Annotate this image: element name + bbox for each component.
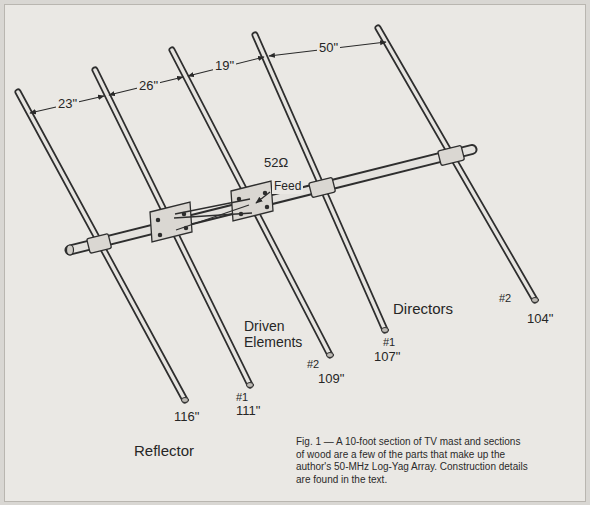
element-length: 104" [527, 312, 553, 327]
dimension: 23" [56, 97, 79, 112]
dimension-lines [30, 42, 386, 113]
phasing-line [174, 199, 252, 230]
dimension: 26" [137, 79, 160, 94]
figure-caption: Fig. 1 — A 10-foot section of TV mast an… [296, 436, 528, 486]
element-length: 111" [236, 404, 260, 419]
callout-number: #1 [383, 336, 395, 349]
antenna-elements [18, 28, 539, 403]
part-name: Reflector [134, 442, 194, 459]
feed-label: Feed [272, 180, 303, 194]
callout-number: #1 [236, 391, 248, 404]
dimension: 50" [317, 41, 340, 56]
callout-number: #2 [499, 292, 511, 305]
impedance-label: 52Ω [262, 156, 290, 171]
mounting-clamps [87, 145, 465, 253]
group-label: Directors [393, 300, 453, 317]
feed-arrow [256, 192, 270, 203]
dimension: 19" [213, 59, 236, 74]
element-length: 116" [174, 410, 199, 425]
element-length: 109" [318, 372, 344, 387]
group-label: Driven Elements [244, 318, 310, 350]
callout-number: #2 [307, 358, 319, 371]
element-length: 107" [374, 350, 400, 365]
